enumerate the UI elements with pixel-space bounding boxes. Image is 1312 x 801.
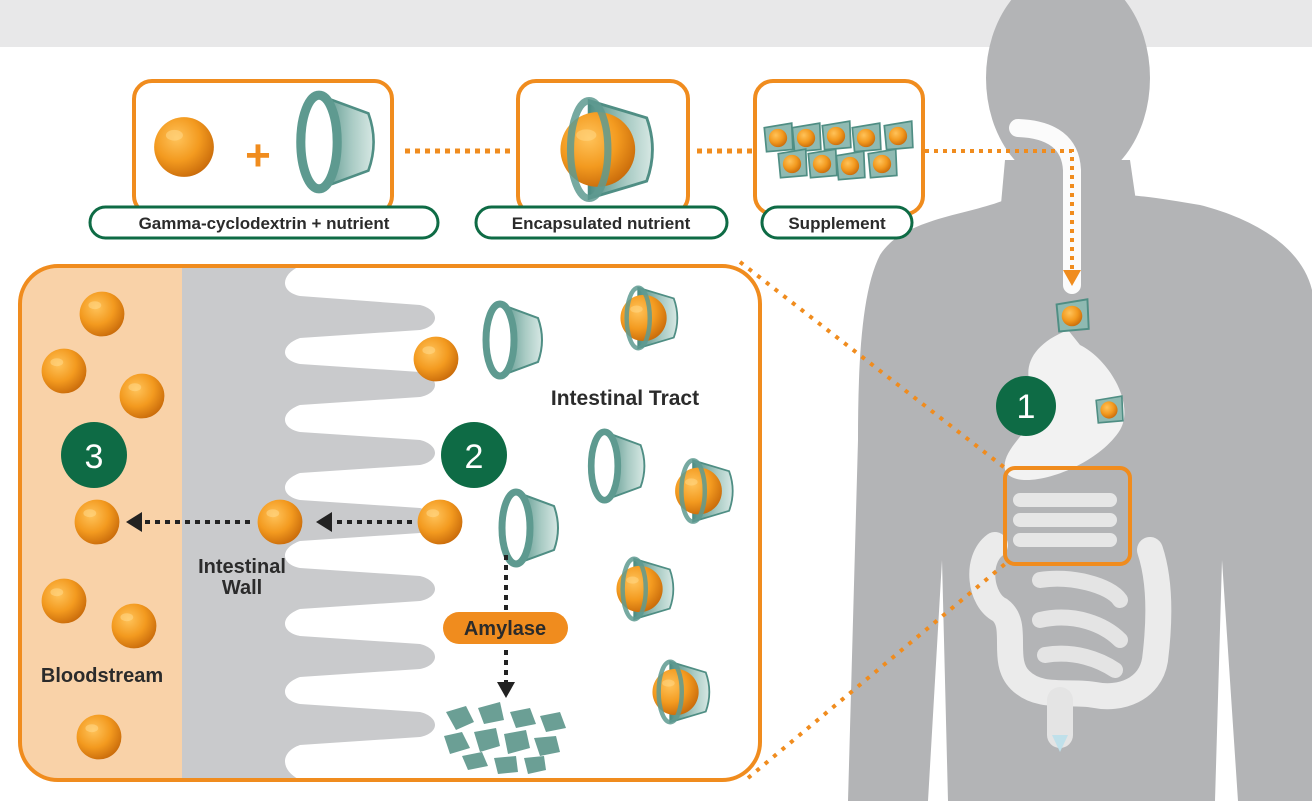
label-supplement: Supplement (762, 207, 912, 238)
svg-text:Encapsulated nutrient: Encapsulated nutrient (512, 214, 691, 233)
svg-text:Amylase: Amylase (464, 618, 546, 640)
plus-sign: + (245, 131, 271, 180)
label-bloodstream: Bloodstream (41, 665, 163, 687)
step-1-badge: 1 (996, 376, 1056, 436)
label-intestinal-wall-1: Intestinal (198, 556, 286, 578)
svg-text:Gamma-cyclodextrin + nutrient: Gamma-cyclodextrin + nutrient (139, 214, 390, 233)
encapsulated-nutrient-icon (560, 101, 652, 199)
swallowed-supplement-icon (1057, 299, 1089, 331)
step-3-badge: 3 (61, 422, 127, 488)
encapsulated-nutrient-icon (620, 288, 677, 348)
process-box-2 (518, 81, 688, 214)
svg-text:1: 1 (1017, 388, 1036, 426)
step-2-badge: 2 (441, 422, 507, 488)
label-encapsulated-nutrient: Encapsulated nutrient (476, 207, 727, 238)
encapsulated-nutrient-icon (616, 559, 673, 619)
svg-text:2: 2 (465, 438, 484, 476)
label-intestinal-tract: Intestinal Tract (551, 387, 699, 410)
process-box-1: + (134, 81, 392, 214)
encapsulated-nutrient-icon (652, 662, 709, 722)
svg-text:Supplement: Supplement (788, 214, 886, 233)
process-box-3 (755, 81, 923, 214)
stomach-supplement-icon (1096, 396, 1123, 423)
wall-nutrient-icon (258, 500, 303, 545)
label-gamma-cyclodextrin-nutrient: Gamma-cyclodextrin + nutrient (90, 207, 438, 238)
nutrient-icon (154, 117, 214, 177)
released-nutrient-icon (418, 500, 463, 545)
amylase-badge: Amylase (443, 612, 568, 644)
free-nutrient-icon (414, 337, 459, 382)
label-intestinal-wall-2: Wall (222, 577, 262, 599)
encapsulated-nutrient-icon (675, 460, 733, 521)
svg-text:3: 3 (85, 438, 104, 476)
